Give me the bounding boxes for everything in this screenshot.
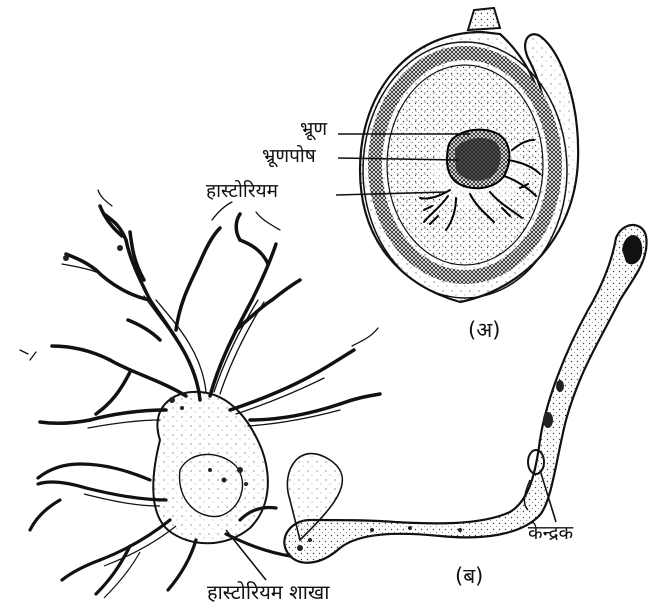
label-panel-a: (अ) — [468, 320, 500, 341]
label-panel-b: (ब) — [455, 566, 483, 587]
branch-leader-line — [226, 530, 266, 580]
haustorium-branches — [40, 206, 380, 423]
label-endosperm: भ्रूणपोष — [262, 147, 316, 166]
label-haustorium-branch: हास्टोरियम शाखा — [207, 582, 329, 602]
seed-neck — [468, 8, 500, 30]
nucleus-dark — [543, 412, 553, 428]
label-nucleus: केन्द्रक — [528, 524, 573, 543]
seed-section-figure — [336, 8, 578, 302]
label-haustorium: हास्टोरियम — [206, 182, 278, 201]
label-embryo: भ्रूण — [300, 120, 327, 139]
